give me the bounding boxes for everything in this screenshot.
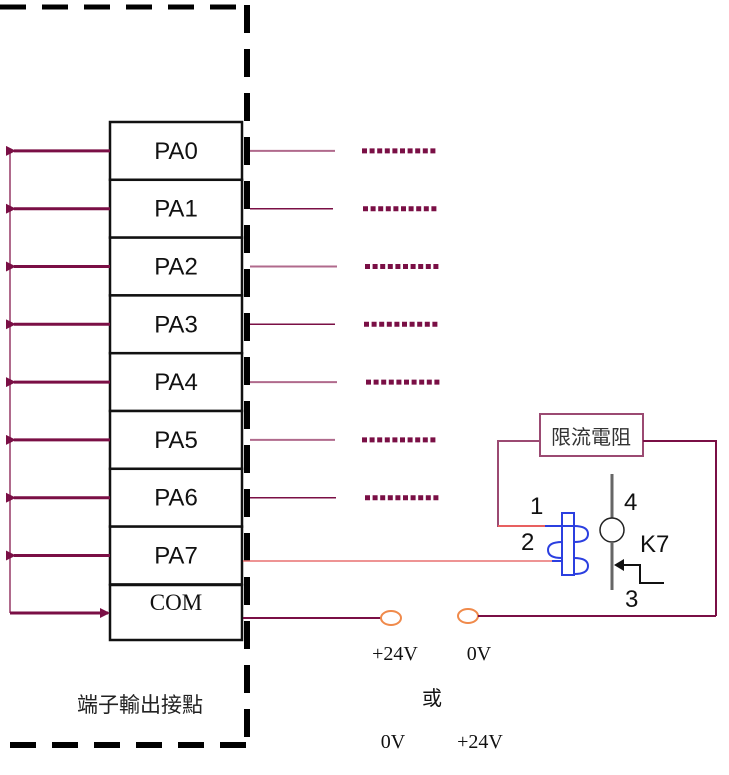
- power-terminal-2: [457, 608, 479, 624]
- terminal-row-pa5: PA5: [5, 409, 438, 471]
- terminal-box: [108, 120, 244, 182]
- power-b-right: +24V: [457, 731, 503, 753]
- power-terminal-1: [380, 610, 402, 626]
- pin-label: PA3: [154, 311, 198, 338]
- contact-pin-3-label: 3: [625, 586, 638, 613]
- terminal-row-pa0: PA0: [5, 120, 438, 182]
- terminal-box: [108, 236, 244, 297]
- relay-contact: [599, 474, 664, 590]
- power-b-left: 0V: [381, 731, 406, 753]
- terminal-row-pa4: PA4: [5, 351, 442, 413]
- com-terminal-box: [108, 583, 244, 642]
- terminal-row-pa1: PA1: [5, 178, 439, 239]
- pin-label: PA5: [154, 427, 198, 454]
- terminal-row-pa2: PA2: [5, 236, 441, 297]
- current-limiting-resistor: [539, 413, 644, 457]
- terminal-block-title: 端子輸出接點: [77, 693, 203, 717]
- pin-label: PA6: [154, 485, 198, 512]
- pin-label: PA1: [154, 196, 198, 223]
- terminal-box: [108, 351, 244, 413]
- terminal-box: [108, 525, 244, 586]
- pin-label: PA0: [154, 138, 198, 165]
- power-a-left: +24V: [372, 643, 418, 665]
- pin-label: PA2: [154, 254, 198, 281]
- terminal-row-pa6: PA6: [5, 467, 441, 528]
- pin-label: PA7: [154, 543, 198, 570]
- or-label: 或: [422, 686, 442, 710]
- terminal-box: [108, 294, 244, 355]
- coil-pin-2-label: 2: [521, 529, 534, 556]
- resistor-label: 限流電阻: [551, 425, 631, 449]
- relay-name-label: K7: [640, 531, 669, 558]
- pin-label: PA4: [154, 369, 198, 396]
- power-a-right: 0V: [467, 643, 492, 665]
- terminal-row-pa7: PA7: [5, 525, 244, 586]
- relay-coil: [545, 512, 590, 576]
- enclosure-border: [0, 4, 250, 748]
- resistor-right-wire: [643, 440, 717, 616]
- contact-pin-4-label: 4: [624, 489, 637, 516]
- coil-pin-1-label: 1: [530, 493, 543, 520]
- com-label: COM: [150, 590, 202, 615]
- terminal-row-pa3: PA3: [5, 294, 440, 355]
